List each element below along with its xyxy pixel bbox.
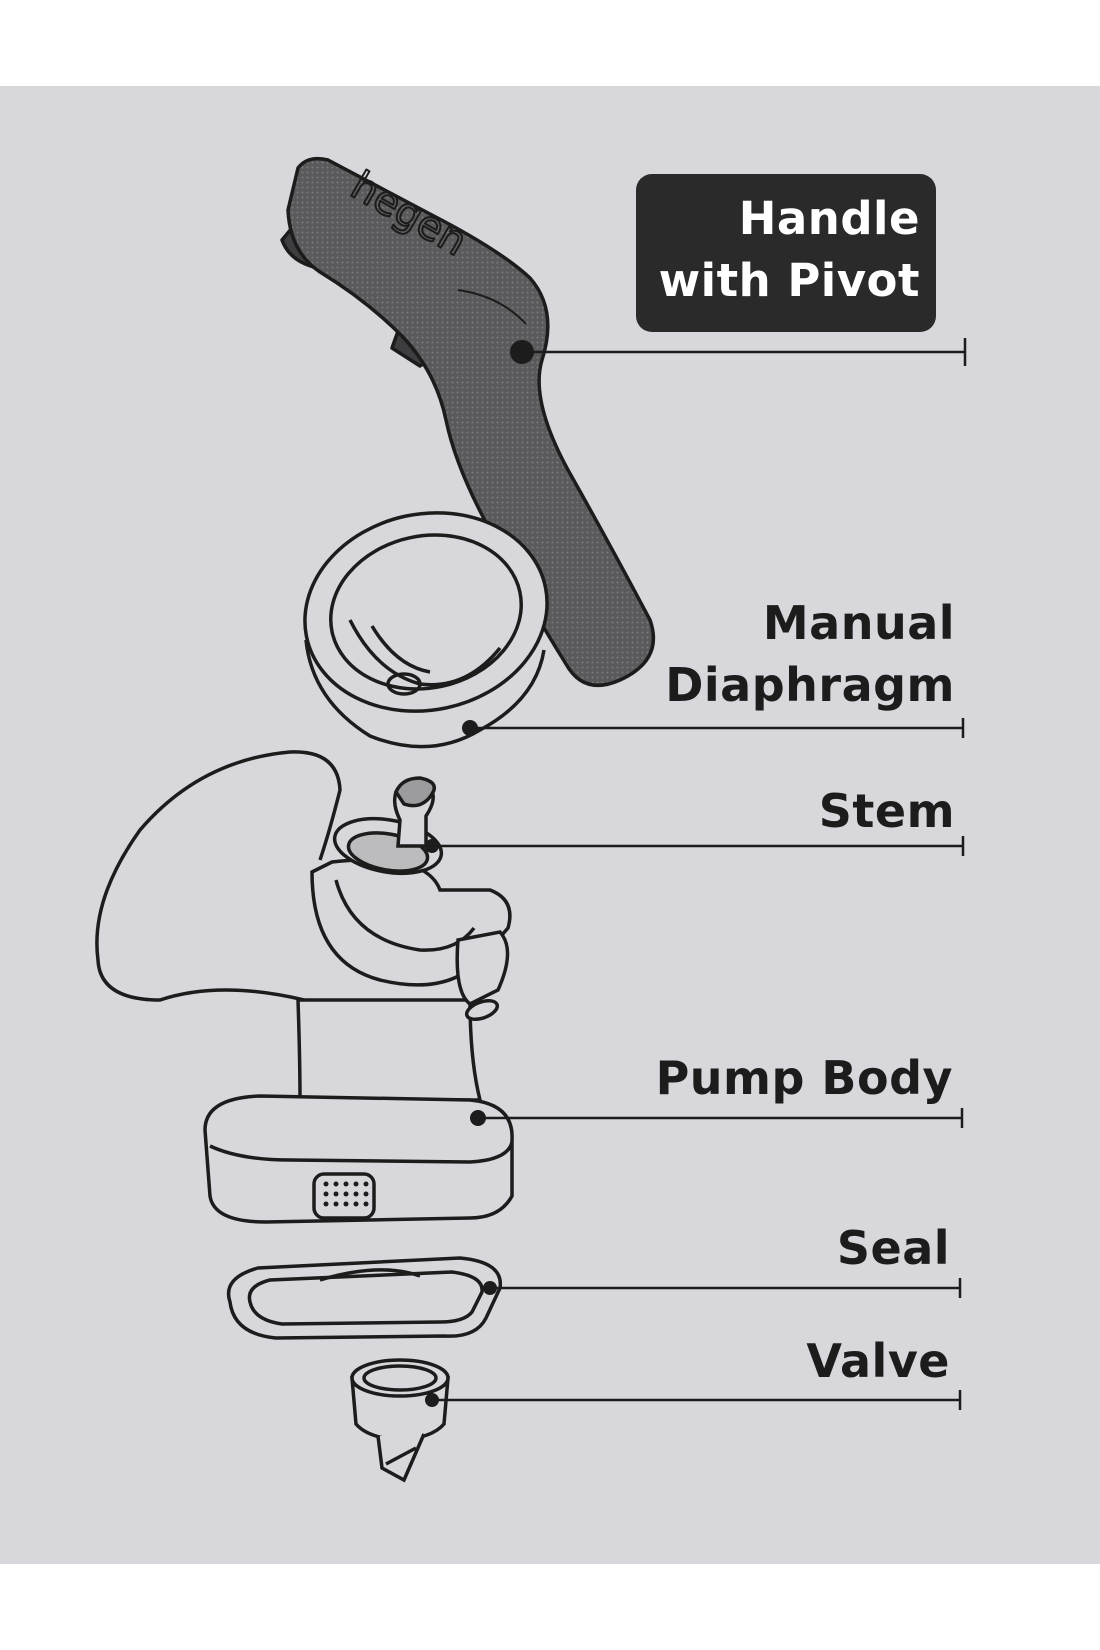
leader-line-pump-body	[478, 1108, 964, 1128]
leader-line-handle	[522, 338, 967, 366]
leader-line-valve	[432, 1390, 962, 1410]
label-pump-body: Pump Body	[656, 1047, 953, 1109]
label-seal: Seal	[837, 1217, 950, 1279]
label-line: with Pivot	[658, 254, 920, 307]
label-line: Seal	[836, 1221, 950, 1275]
stem-illustration	[392, 776, 439, 853]
label-line: Pump Body	[655, 1051, 953, 1105]
label-line: Stem	[818, 784, 955, 838]
label-stem: Stem	[819, 780, 955, 842]
label-line: Valve	[806, 1334, 950, 1388]
leader-line-diaphragm	[470, 718, 965, 738]
label-line: Handle	[738, 192, 920, 245]
seal-illustration	[226, 1256, 502, 1340]
valve-illustration	[350, 1358, 450, 1483]
pump-body-illustration	[95, 750, 514, 1224]
label-valve: Valve	[806, 1330, 950, 1392]
leader-line-seal	[490, 1278, 962, 1298]
label-line: Manual	[762, 596, 955, 650]
handle-illustration: hegen	[280, 156, 656, 688]
leader-line-stem	[432, 836, 965, 856]
label-handle-with-pivot: Handle with Pivot	[636, 174, 936, 332]
label-manual-diaphragm: Manual Diaphragm	[665, 592, 955, 716]
leader-lines	[432, 338, 967, 1410]
label-line: Diaphragm	[665, 658, 955, 712]
